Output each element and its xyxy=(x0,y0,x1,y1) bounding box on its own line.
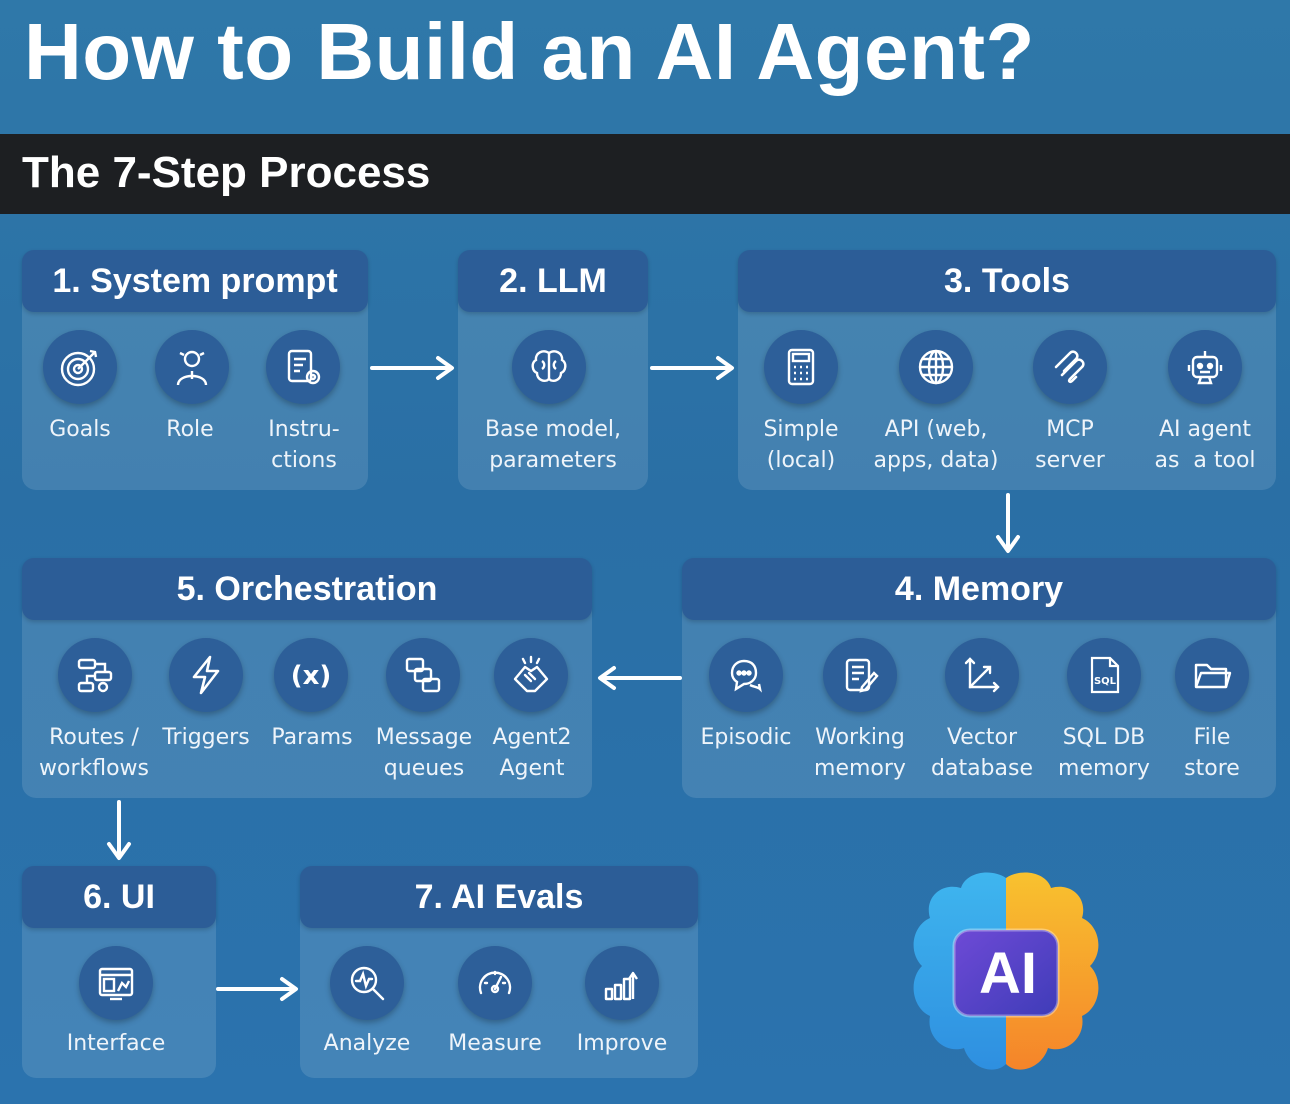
message-queues-label: Message queues xyxy=(375,725,473,781)
base-model-label: Base model, parameters xyxy=(484,417,622,473)
params-label: Params xyxy=(271,725,353,750)
robot-icon xyxy=(1168,330,1242,404)
episodic-label: Episodic xyxy=(700,725,792,750)
arrow-4-to-5 xyxy=(598,666,682,690)
simple-local-label: Simple (local) xyxy=(763,417,839,473)
role-label: Role xyxy=(166,417,214,442)
step-memory-title: 4. Memory xyxy=(682,558,1276,620)
api-label: API (web, apps, data) xyxy=(873,417,999,473)
lightning-icon xyxy=(169,638,243,712)
step-tools-title: 3. Tools xyxy=(738,250,1276,312)
workflow-icon xyxy=(58,638,132,712)
interface-icon xyxy=(79,946,153,1020)
vector-database-label: Vector database xyxy=(931,725,1033,781)
page-subtitle: The 7-Step Process xyxy=(22,148,431,197)
folder-icon xyxy=(1175,638,1249,712)
calculator-icon xyxy=(764,330,838,404)
ai-brain-icon xyxy=(913,872,1099,1070)
goals-label: Goals xyxy=(49,417,111,442)
page-title: How to Build an AI Agent? xyxy=(24,7,1035,96)
growth-chart-icon xyxy=(585,946,659,1020)
magnifier-icon xyxy=(330,946,404,1020)
subtitle-bar xyxy=(0,134,1290,214)
brain-icon xyxy=(512,330,586,404)
queue-icon xyxy=(386,638,460,712)
arrow-2-to-3 xyxy=(650,356,734,380)
handshake-icon xyxy=(494,638,568,712)
notepad-icon xyxy=(823,638,897,712)
svg-text:(x): (x) xyxy=(291,661,332,691)
improve-label: Improve xyxy=(576,1031,668,1056)
routes-workflows-label: Routes / workflows xyxy=(38,725,149,781)
ai-badge-text: AI xyxy=(979,940,1037,1006)
step-ui-title: 6. UI xyxy=(22,866,216,928)
mcp-server-label: MCP server xyxy=(1035,417,1105,473)
arrow-3-to-4 xyxy=(996,493,1020,553)
sql-db-memory-label: SQL DB memory xyxy=(1058,725,1150,781)
arrow-5-to-6 xyxy=(107,800,131,860)
step-orchestration-title: 5. Orchestration xyxy=(22,558,592,620)
document-gear-icon xyxy=(266,330,340,404)
step-llm-title: 2. LLM xyxy=(458,250,648,312)
person-icon xyxy=(155,330,229,404)
gauge-icon xyxy=(458,946,532,1020)
step-system-prompt-title: 1. System prompt xyxy=(22,250,368,312)
analyze-label: Analyze xyxy=(323,1031,411,1056)
target-icon xyxy=(43,330,117,404)
mcp-icon xyxy=(1033,330,1107,404)
file-store-label: File store xyxy=(1184,725,1240,781)
measure-label: Measure xyxy=(448,1031,542,1056)
variable-x-icon: (x) xyxy=(274,638,348,712)
interface-label: Interface xyxy=(66,1031,166,1056)
arrow-6-to-7 xyxy=(216,977,298,1001)
globe-icon xyxy=(899,330,973,404)
step-evals-title: 7. AI Evals xyxy=(300,866,698,928)
instructions-label: Instru- ctions xyxy=(268,417,340,473)
triggers-label: Triggers xyxy=(162,725,250,750)
vector-axes-icon xyxy=(945,638,1019,712)
agent2agent-label: Agent2 Agent xyxy=(492,725,572,781)
arrow-1-to-2 xyxy=(370,356,454,380)
sql-file-icon: SQL xyxy=(1067,638,1141,712)
svg-text:SQL: SQL xyxy=(1094,676,1117,687)
working-memory-label: Working memory xyxy=(814,725,906,781)
chat-bubbles-icon xyxy=(709,638,783,712)
ai-agent-as-tool-label: AI agent as a tool xyxy=(1154,417,1256,473)
